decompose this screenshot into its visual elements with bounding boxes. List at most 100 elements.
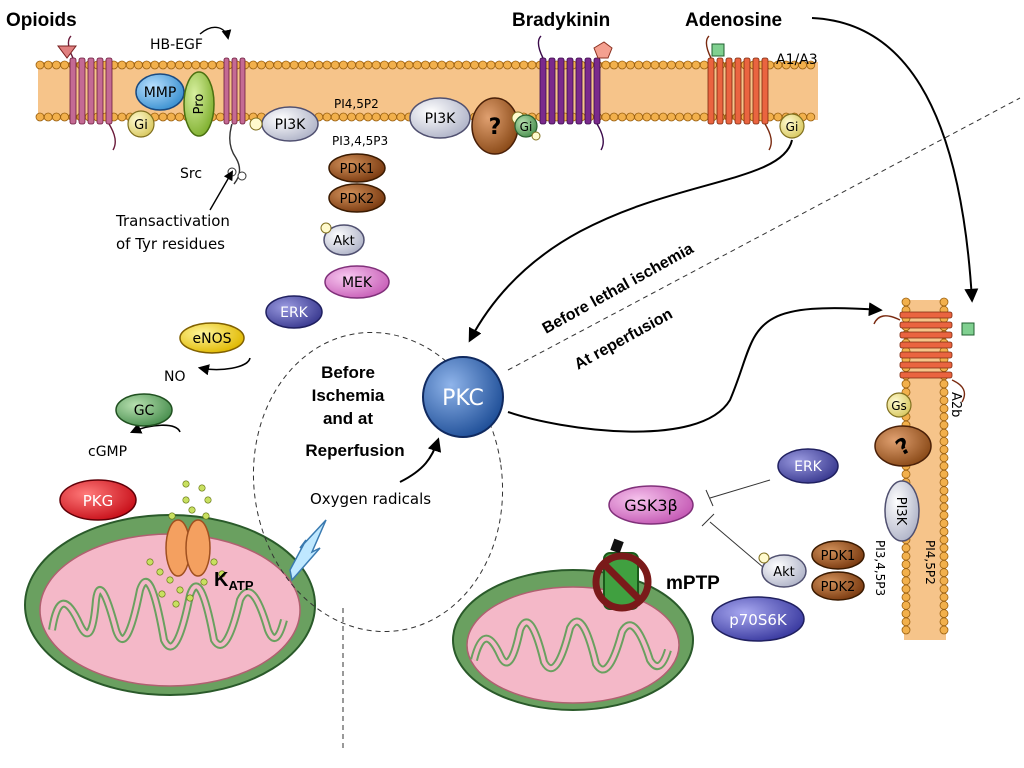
gi-protein-opioid: Gi [127,110,155,138]
katp-label: KATP [214,569,254,593]
adenosine-a1-a3-receptor [705,35,772,151]
svg-text:PDK2: PDK2 [340,192,375,207]
svg-text:Gi: Gi [134,118,148,133]
before-ischemia-label-1: Before [321,363,375,382]
svg-text:Akt: Akt [333,234,355,249]
pi3k-3: PI3K [884,480,920,542]
bradykinin-ligand-icon [593,41,613,59]
adenosine-ligand-icon [711,43,725,57]
egf-receptor [223,57,247,185]
pip2-top-label: PI4,5P2 [334,97,379,111]
mek: MEK [324,265,390,299]
ischemia-reperfusion-zone [252,331,504,633]
pro-hb-egf: Pro [183,71,215,137]
opioid-ligand-icon [57,45,77,59]
arrow-gc-to-cgmp [129,423,181,434]
a2b-label: A2b [948,392,963,417]
akt-right: Akt [758,552,807,588]
right-cell-membrane [873,297,975,640]
svg-text:Gs: Gs [891,399,907,413]
inhibit-akt-gsk3b-bar [701,513,715,527]
svg-text:p70S6K: p70S6K [729,611,788,629]
svg-text:PI3K: PI3K [275,117,306,133]
svg-text:PI3K: PI3K [425,111,456,127]
adenosine-ligand-right-icon [961,322,975,336]
katp-channel-icon [146,480,226,608]
divider-diagonal [507,97,1021,371]
svg-text:Akt: Akt [773,565,795,580]
gs-protein: Gs [886,392,912,418]
arrow-adenosine-to-a2b [811,17,979,303]
svg-text:PI3K: PI3K [893,497,908,526]
enos: eNOS [179,322,245,354]
svg-text:Pro: Pro [192,94,207,115]
src-label: Src [180,166,202,182]
erk-left: ERK [265,295,323,329]
arrow-hbegf [199,26,232,40]
adenosine-label: Adenosine [685,10,782,31]
svg-text:PDK1: PDK1 [340,162,375,177]
mptp-label: mPTP [666,573,720,594]
before-ischemia-label-4: Reperfusion [305,441,404,460]
at-reperfusion-label: At reperfusion [572,306,676,374]
cgmp-label: cGMP [88,444,127,460]
bradykinin-label: Bradykinin [512,10,610,31]
pkc: PKC [422,356,504,438]
arrow-transactivation-to-egfr [209,170,233,211]
svg-text:Gi: Gi [520,120,533,134]
pdk2-right: PDK2 [811,571,865,601]
svg-text:MEK: MEK [342,275,373,291]
before-ischemia-label-2: Ischemia [312,386,385,405]
p70s6k: p70S6K [711,596,805,642]
erk-right: ERK [777,448,839,484]
before-lethal-ischemia-label: Before lethal ischemia [540,240,697,337]
svg-text:PKG: PKG [83,492,114,510]
svg-text:MMP: MMP [144,85,177,101]
pip3-top-label: PI3,4,5P3 [332,134,388,148]
pkg: PKG [59,479,137,521]
opioids-label: Opioids [6,10,77,31]
pip2-right-label: PI4,5P2 [923,540,937,585]
oxygen-radicals-label: Oxygen radicals [310,490,431,508]
svg-text:GC: GC [134,403,155,419]
mitochondrion-left [24,514,316,696]
transactivation-label-1: Transactivation [115,212,230,230]
svg-text:ERK: ERK [794,459,823,475]
svg-text:GSK3β: GSK3β [624,496,677,515]
lightning-bolt-icon [289,519,327,582]
arrow-gi-to-pkc [468,139,793,343]
svg-text:Gi: Gi [786,120,799,134]
gi-protein-bradykinin: Gi [514,114,541,141]
hb-egf-label: HB-EGF [150,37,203,53]
mptp-blocked-icon [592,538,652,612]
akt-top: Akt [320,222,365,256]
svg-text:eNOS: eNOS [193,331,232,347]
pi3k-1: PI3K [249,106,319,142]
arrow-oxygen-radicals-to-pkc [399,437,442,483]
mmp: MMP [135,73,185,111]
before-ischemia-label-3: and at [323,409,373,428]
pdk1-right: PDK1 [811,540,865,570]
svg-text:?: ? [489,115,502,140]
svg-text:PDK1: PDK1 [821,549,856,564]
svg-text:PKC: PKC [442,386,484,411]
arrow-pkc-to-right-membrane [507,302,883,433]
bradykinin-receptor [537,35,613,151]
pdk1-top: PDK1 [328,153,386,183]
svg-text:ERK: ERK [280,305,309,321]
inhibit-erk-gsk3b-bar [705,489,714,507]
gc: GC [115,393,173,427]
pip3-right-label: PI3,4,5P3 [873,540,887,596]
opioid-receptor [57,35,116,151]
a1-a3-label: A1/A3 [776,52,818,68]
mitochondrion-right [452,569,694,711]
unknown-protein-2: ? [874,425,932,467]
pi3k-2: PI3K [409,97,471,139]
no-label: NO [164,369,186,385]
pdk2-top: PDK2 [328,183,386,213]
transactivation-label-2: of Tyr residues [116,235,225,253]
svg-text:PDK2: PDK2 [821,580,856,595]
inhibit-erk-gsk3b [709,479,771,499]
gsk3b: GSK3β [608,485,694,525]
